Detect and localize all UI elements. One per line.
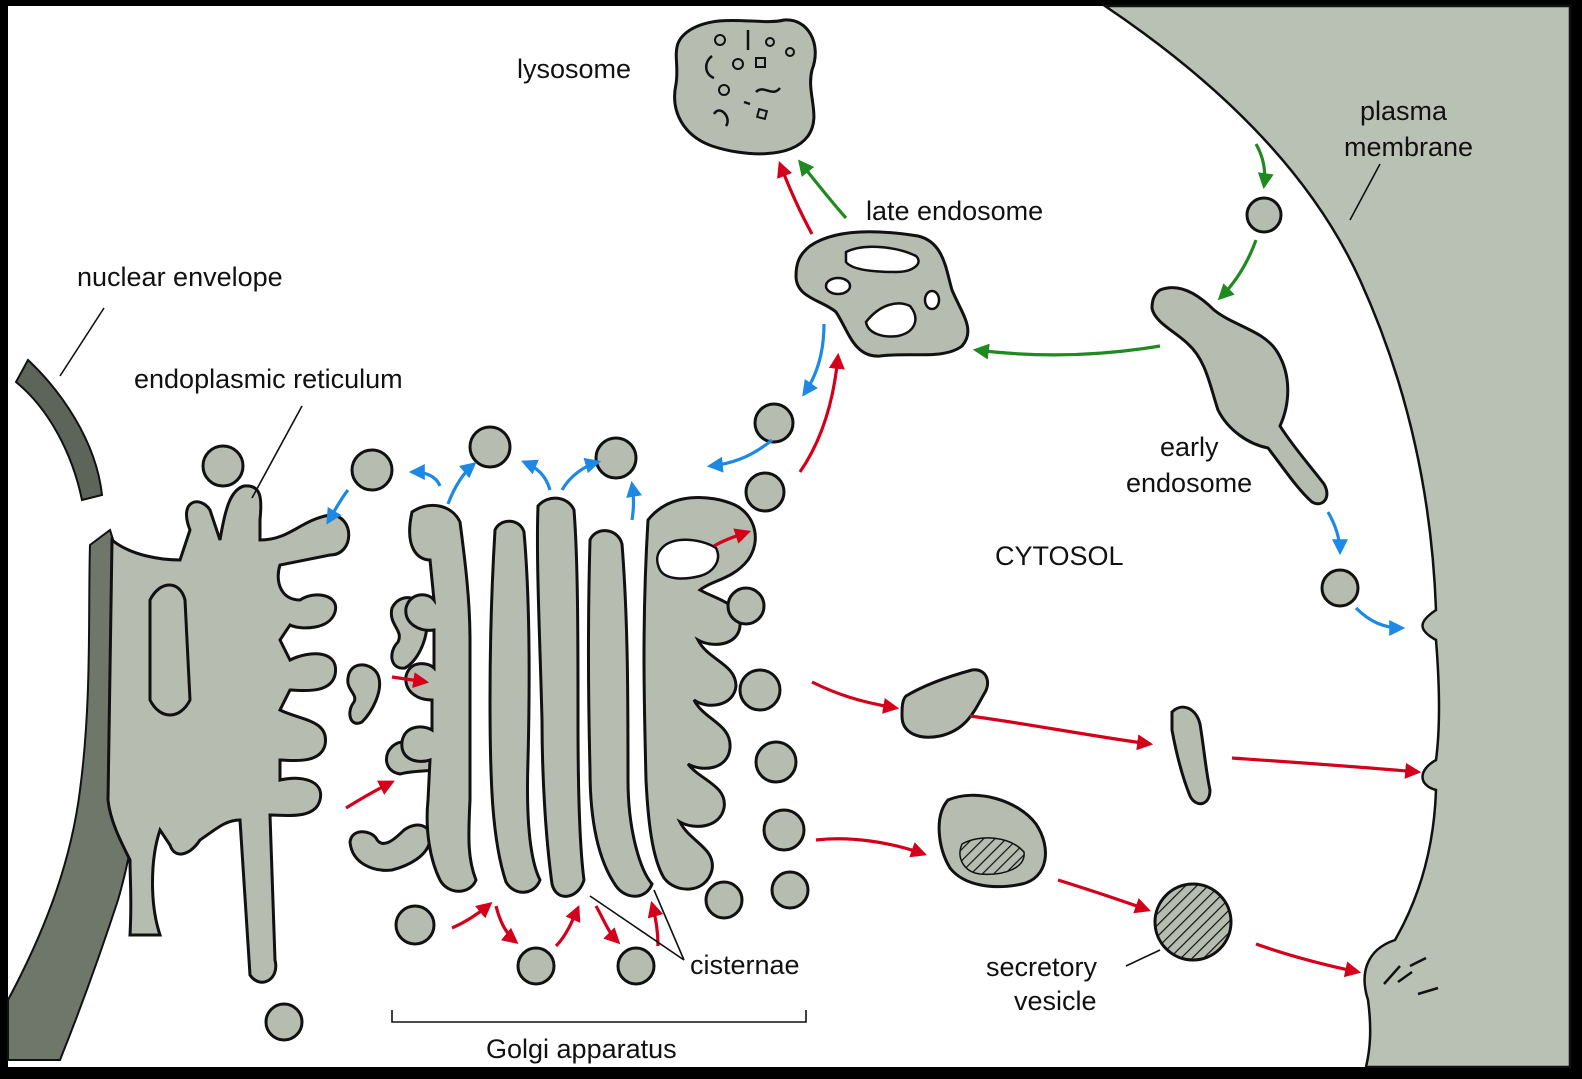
- label-late-endosome: late endosome: [866, 196, 1043, 226]
- lysosome: [675, 20, 816, 154]
- label-secretory-vesicle-line2: vesicle: [1014, 986, 1097, 1016]
- label-plasma-membrane-line1: plasma: [1360, 96, 1448, 126]
- label-plasma-membrane-line2: membrane: [1344, 132, 1473, 162]
- label-secretory-vesicle-line1: secretory: [986, 952, 1098, 982]
- label-golgi-apparatus: Golgi apparatus: [486, 1034, 677, 1064]
- label-lysosome: lysosome: [517, 54, 631, 84]
- label-cytosol: CYTOSOL: [995, 541, 1124, 571]
- label-endoplasmic-reticulum: endoplasmic reticulum: [134, 364, 403, 394]
- label-cisternae: cisternae: [690, 950, 800, 980]
- label-early-endosome-line2: endosome: [1126, 468, 1252, 498]
- label-nuclear-envelope: nuclear envelope: [77, 262, 283, 292]
- label-early-endosome-line1: early: [1160, 432, 1219, 462]
